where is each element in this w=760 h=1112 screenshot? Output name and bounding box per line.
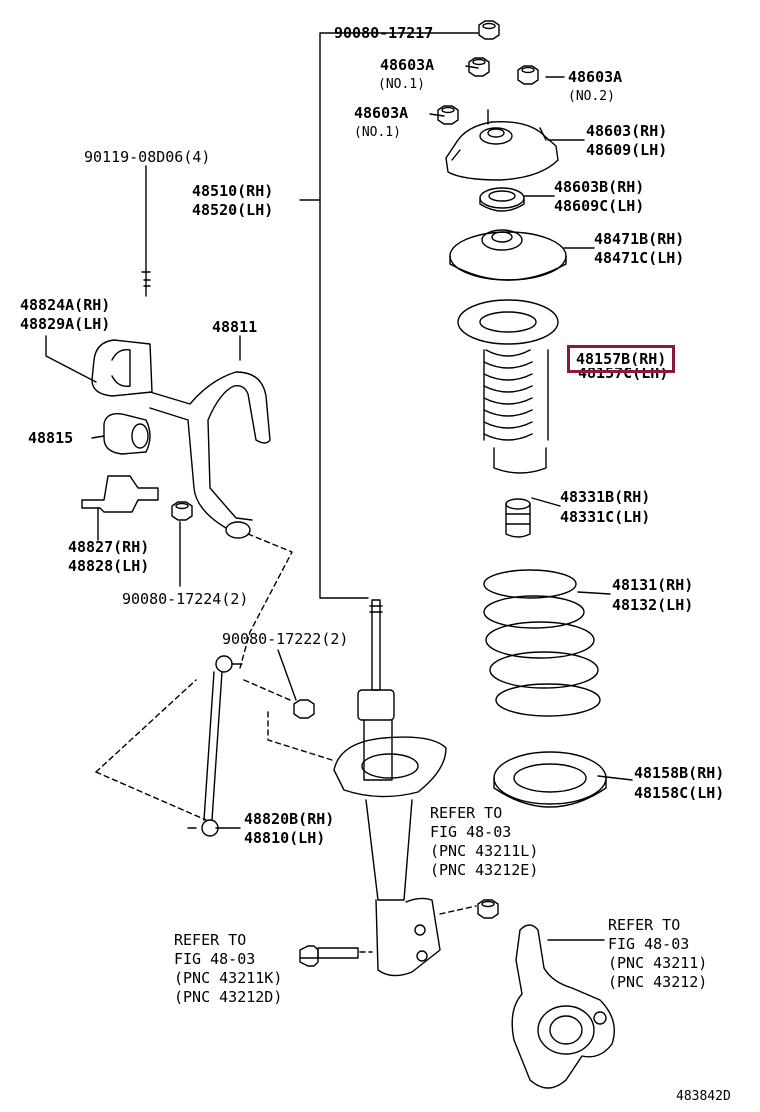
label-spring-rh: 48131(RH) [612,576,694,594]
figure-id: 483842D [676,1089,731,1104]
refer-right-line3: (PNC 43211) [608,954,708,972]
refer-mid-line3: (PNC 43211L) [430,842,539,860]
refer-right-line2: FIG 48-03 [608,935,690,953]
stab-nut [171,501,193,521]
bumper-boot [457,299,559,474]
label-strut-rh: 48510(RH) [192,182,274,200]
strut-leader-lines [299,32,633,959]
lower-insulator [493,751,607,808]
refer-left-line3: (PNC 43211K) [174,969,283,987]
label-support-rh: 48603(RH) [586,122,668,140]
dashed-guides [95,533,477,953]
label-strut-lh: 48520(LH) [192,201,274,219]
label-bushing: 48815 [28,429,74,447]
label-bracket-lh: 48828(LH) [68,557,150,575]
refer-left-line2: FIG 48-03 [174,950,256,968]
label-nut-no1-b: 48603A [354,104,409,122]
coil-spring [483,569,601,717]
upper-spring-seat [449,229,567,281]
stabilizer-link [187,655,315,837]
label-bumper-rh: 48331B(RH) [560,488,651,506]
steering-knuckle [511,924,615,1089]
label-bearing-lh: 48609C(LH) [554,197,645,215]
stabilizer-bracket [81,475,159,513]
refer-mid-line4: (PNC 43212E) [430,861,539,879]
shock-absorber [333,599,447,977]
strut-support [445,109,559,181]
refer-right-line4: (PNC 43212) [608,973,708,991]
refer-left-line1: REFER TO [174,931,247,949]
label-bolt-bracket: 90119-08D06(4) [84,148,211,166]
refer-mid-line1: REFER TO [430,804,503,822]
label-nut-no1-b-note: (NO.1) [354,125,401,140]
stabilizer-bar [149,371,271,539]
label-boot-rh-highlighted[interactable]: 48157B(RH) [566,345,676,373]
label-seat-upper-rh: 48471B(RH) [594,230,685,248]
bearing [479,187,525,212]
label-seat-upper-lh: 48471C(LH) [594,249,685,267]
label-link-lh: 48810(LH) [244,829,326,847]
label-insulator-lh: 48158C(LH) [634,784,725,802]
label-nut-no1-a: 48603A [380,56,435,74]
label-stabilizer: 48811 [212,318,258,336]
knuckle-bolt [299,899,499,967]
label-bolt-top: 90080-17217 [334,24,434,42]
bound-bumper [505,498,531,538]
label-bumper-lh: 48331C(LH) [560,508,651,526]
label-boot-lh: 48157C(LH) [578,364,669,382]
label-link-rh: 48820B(RH) [244,810,335,828]
label-nut-link: 90080-17222(2) [222,630,349,648]
refer-right-line1: REFER TO [608,916,681,934]
label-nut-stab: 90080-17224(2) [122,590,249,608]
stabilizer-bushing [103,413,151,455]
label-bracket-rh: 48827(RH) [68,538,150,556]
label-bearing-rh: 48603B(RH) [554,178,645,196]
label-insulator-rh: 48158B(RH) [634,764,725,782]
label-nut-no2-note: (NO.2) [568,89,615,104]
label-bracket-bush-rh: 48824A(RH) [20,296,111,314]
bracket-bush [91,269,153,397]
left-leaders [45,165,297,829]
label-spring-lh: 48132(LH) [612,596,694,614]
label-nut-no1-a-note: (NO.1) [378,77,425,92]
label-nut-no2: 48603A [568,68,623,86]
label-support-lh: 48609(LH) [586,141,668,159]
refer-left-line4: (PNC 43212D) [174,988,283,1006]
top-nuts [437,20,539,125]
refer-mid-line2: FIG 48-03 [430,823,512,841]
label-bracket-bush-lh: 48829A(LH) [20,315,111,333]
